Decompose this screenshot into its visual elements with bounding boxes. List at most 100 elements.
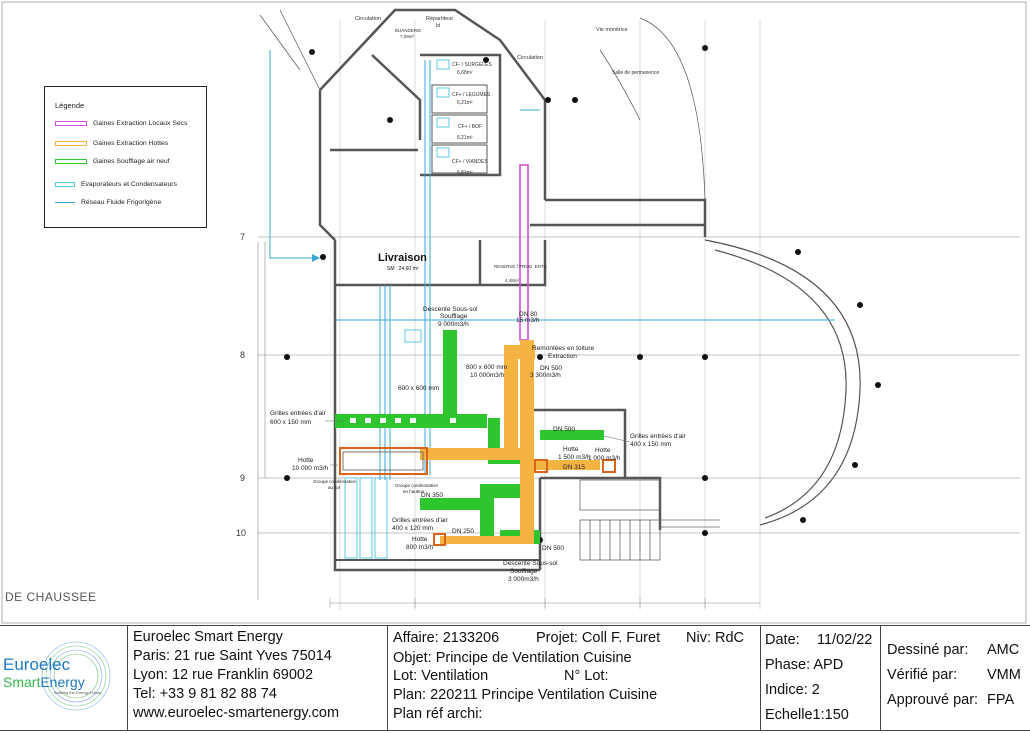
annotation: DN 500: [542, 545, 564, 552]
room-label: 6,21m²: [457, 135, 473, 141]
plan-ref-archi: Plan réf archi:: [393, 706, 483, 722]
logo-tagline: Building the Energy Future: [54, 690, 102, 695]
annotation: 400 x 150 mm: [630, 441, 671, 448]
annotation: DN 80: [519, 311, 538, 318]
room-label: Circulation: [355, 16, 381, 22]
annotation: Soufflage: [510, 568, 538, 575]
dessine-label: Dessiné par:: [887, 642, 969, 658]
annotation: en hauteur: [403, 489, 425, 494]
legend-label: Gaines Soufflage air neuf: [93, 158, 170, 165]
livraison-label: Livraison: [378, 252, 427, 264]
stairs: [579, 479, 720, 561]
annotation: 1 000 m3/h: [588, 455, 621, 462]
annotation: DN 500: [540, 365, 562, 372]
evaporators: [344, 59, 450, 559]
room-label: Répartiteur: [426, 16, 453, 22]
legend-label: Gaines Extraction Hottes: [93, 140, 169, 147]
date-value: 11/02/22: [817, 632, 873, 648]
annotation: Remontées en toiture: [532, 345, 595, 352]
annotation: Hotte: [298, 457, 314, 464]
niveau: Niv: RdC: [686, 630, 745, 646]
legend-swatch: [55, 121, 87, 126]
logo-swirl-icon: [41, 641, 111, 711]
annotation: 600 x 150 mm: [270, 419, 311, 426]
axis-labels: 7 8 9 10: [236, 232, 246, 538]
website-link[interactable]: www.euroelec-smartenergy.com: [133, 705, 340, 721]
floor-plan-drawing: 7 8 9 10: [1, 1, 1027, 624]
approuve-value: FPA: [987, 692, 1015, 708]
legend-item: Réseau Fluide Frigorigène: [55, 199, 161, 206]
floor-title: DE CHAUSSEE: [5, 590, 97, 604]
annotation: 400 x 120 mm: [392, 525, 433, 532]
room-label: 4,48m²: [505, 278, 520, 283]
axis-label: 9: [240, 473, 245, 483]
room-label: CF+ / VIANDES: [452, 159, 488, 165]
structural-columns: [284, 45, 881, 543]
annotation: DN 315: [563, 464, 585, 471]
axis-label: 8: [240, 350, 245, 360]
lot: Lot: Ventilation: [393, 668, 489, 684]
company-cell: Euroelec Smart Energy Paris: 21 rue Sain…: [128, 626, 388, 730]
annotation: 800 m3/h: [406, 544, 433, 551]
indice: Indice: 2: [765, 682, 820, 698]
legend-item: Gaines Extraction Hottes: [55, 140, 168, 147]
room-label: CF+ / BOF: [458, 124, 482, 130]
curved-building: [704, 239, 861, 526]
annotation: 600 x 600 mm: [398, 385, 439, 392]
objet: Objet: Principe de Ventilation Cuisine: [393, 650, 632, 666]
legend-swatch: [55, 201, 75, 204]
upper-walls: [318, 8, 707, 241]
cold-rooms: [431, 84, 488, 174]
annotation: 1 500 m3/h: [558, 454, 591, 461]
legend-swatch: [55, 159, 87, 164]
address-lyon: Lyon: 12 rue Franklin 69002: [133, 667, 314, 683]
axis-label: 10: [236, 528, 246, 538]
room-label: 6,21m²: [457, 100, 473, 106]
annotation: DN 250: [452, 528, 474, 535]
annotation: Groupe condensation: [313, 479, 357, 484]
affaire: Affaire: 2133206: [393, 630, 500, 646]
verifie-label: Vérifié par:: [887, 667, 958, 683]
room-label: Salle de permanence: [612, 70, 659, 76]
room-label: 6,68m²: [457, 70, 473, 76]
lower-walls: [333, 240, 662, 572]
numero-lot: N° Lot:: [564, 668, 609, 684]
legend-item: Gaines Soufflage air neuf: [55, 158, 170, 165]
logo-text-smart: SmartEnergy: [3, 674, 85, 690]
verifie-value: VMM: [987, 667, 1021, 683]
annotation: Grilles entrées d'air: [630, 433, 687, 440]
annotation: Hotte: [563, 446, 579, 453]
legend-label: Evaporateurs et Condensateurs: [81, 181, 177, 188]
annotation: Grilles entrées d'air: [392, 517, 449, 524]
phase: Phase: APD: [765, 657, 844, 673]
address-paris: Paris: 21 rue Saint Yves 75014: [133, 648, 332, 664]
annotation: 9 000m3/h: [438, 321, 469, 328]
signoff-cell: Dessiné par: AMC Vérifié par: VMM Approu…: [881, 626, 1030, 730]
annotation: 800 x 600 mm: [466, 364, 507, 371]
legend-swatch: [55, 182, 75, 187]
meta-cell: Date: 11/02/22 Phase: APD Indice: 2 Eche…: [761, 626, 881, 730]
room-label: CF+ / LEGUMES: [452, 92, 491, 98]
room-label: Circulation: [517, 55, 543, 61]
annotation: 10 000m3/h: [470, 372, 505, 379]
company-name: Euroelec Smart Energy: [133, 629, 283, 645]
annotation: Hotte: [595, 447, 611, 454]
hoods: [339, 447, 616, 546]
annotation: 15 m3/h: [516, 317, 540, 324]
legend-label: Gaines Extraction Locaux Secs: [93, 120, 188, 127]
legend-label: Réseau Fluide Frigorigène: [81, 199, 162, 206]
date-label: Date:: [765, 632, 800, 648]
sheet-border: [1, 1, 1027, 624]
logo-text-euro: Euroelec: [3, 655, 71, 674]
logo-cell: Euroelec SmartEnergy Building the Energy…: [0, 626, 128, 730]
legend-swatch: [55, 141, 87, 146]
room-label: BUANDERIE: [395, 28, 421, 33]
annotation: au sol: [328, 485, 340, 490]
annotation: 3 300m3/h: [530, 372, 561, 379]
axis-label: 7: [240, 232, 245, 242]
room-label: bt: [436, 23, 441, 29]
legend-item: Evaporateurs et Condensateurs: [55, 181, 177, 188]
legend-item: Gaines Extraction Locaux Secs: [55, 120, 187, 127]
room-label: Vie monitrice: [596, 27, 628, 33]
annotation: DN 500: [553, 426, 575, 433]
